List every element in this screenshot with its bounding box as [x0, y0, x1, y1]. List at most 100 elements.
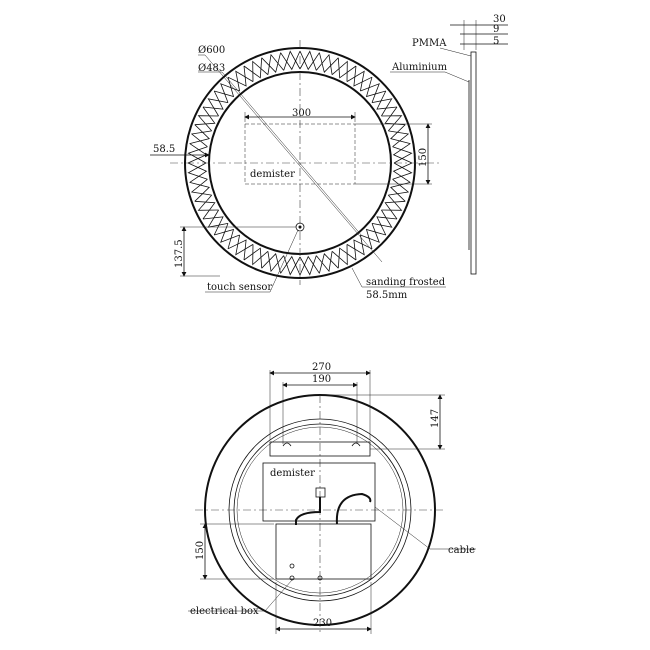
- lattice-segment: [376, 90, 398, 110]
- cable-path-right: [335, 492, 372, 525]
- pmma-label: PMMA: [412, 38, 447, 49]
- dim-137-5: 137.5: [174, 239, 185, 268]
- lattice-segment: [227, 65, 247, 87]
- dim-150: 150: [418, 148, 429, 167]
- back-view: 270 190 147 demister cable electrical bo…: [188, 362, 476, 634]
- lattice-segment: [194, 106, 216, 126]
- lattice-segment: [214, 228, 235, 249]
- lattice-segment: [197, 115, 219, 132]
- lattice-segment: [202, 216, 224, 236]
- electrical-box: [275, 523, 372, 580]
- lattice-segment: [388, 130, 410, 148]
- lattice-segment: [190, 178, 212, 196]
- lattice-segment: [392, 146, 413, 164]
- dim-270: 270: [312, 362, 331, 373]
- cable-path-left: [295, 497, 321, 525]
- lattice-segment: [190, 130, 212, 148]
- lattice-segment: [261, 52, 281, 73]
- demister-label: demister: [250, 169, 295, 180]
- cable-label: cable: [448, 545, 475, 556]
- lattice-segment: [365, 228, 386, 249]
- lattice-segment: [365, 77, 386, 98]
- dim-230: 230: [313, 618, 332, 629]
- lattice-segment: [376, 216, 398, 236]
- dim-5: 5: [493, 36, 499, 47]
- aluminium-label: Aluminium: [391, 62, 448, 73]
- lattice-segment: [319, 253, 339, 274]
- side-glass: [470, 51, 477, 275]
- lattice-segment: [346, 234, 365, 256]
- lattice-segment: [261, 253, 281, 274]
- touch-sensor-label: touch sensor: [207, 282, 272, 293]
- dim-190: 190: [312, 374, 331, 385]
- lattice-segment: [390, 124, 411, 144]
- sanding-leader: [351, 267, 363, 288]
- lattice-segment: [346, 70, 365, 92]
- lattice-segment: [360, 83, 380, 103]
- lattice-segment: [280, 50, 301, 71]
- back-demister-label: demister: [270, 468, 315, 479]
- lattice-segment: [243, 247, 263, 269]
- lattice-segment: [353, 65, 373, 87]
- lattice-segment: [227, 239, 247, 261]
- lattice-segment: [220, 223, 240, 243]
- cable-leader: [374, 506, 431, 550]
- lattice-segment: [299, 50, 320, 71]
- electrical-box-leader: [264, 579, 293, 612]
- front-view: 300 150 58.5 demister Ø600 Ø483 137.5 to…: [150, 40, 446, 301]
- lattice-segment: [315, 251, 333, 273]
- dia483-leader: [221, 71, 363, 237]
- lattice-segment: [392, 162, 413, 180]
- sanding-frosted-label: sanding frosted: [366, 277, 446, 288]
- lattice-segment: [252, 60, 269, 82]
- dia-600: Ø600: [198, 45, 225, 56]
- lattice-segment: [187, 162, 208, 183]
- lattice-segment: [384, 200, 406, 220]
- lattice-segment: [267, 251, 285, 273]
- dim-9: 9: [493, 24, 499, 35]
- dim-147: 147: [430, 409, 441, 428]
- lattice-segment: [337, 57, 357, 79]
- lattice-segment: [189, 182, 210, 202]
- lattice-segment: [381, 115, 403, 132]
- touch-sensor-dot: [298, 225, 302, 229]
- bracket-hook-right: [351, 442, 361, 447]
- lattice-segment: [202, 90, 224, 110]
- lattice-segment: [371, 209, 393, 228]
- lattice-segment: [214, 77, 235, 98]
- lattice-segment: [299, 50, 317, 71]
- electrical-box-label: electrical box: [190, 606, 259, 617]
- lattice-segment: [187, 162, 208, 180]
- sanding-frosted-lattice: [187, 50, 413, 276]
- lattice-segment: [392, 162, 413, 183]
- lattice-segment: [388, 178, 410, 196]
- lattice-segment: [187, 146, 208, 164]
- lattice-segment: [235, 70, 254, 92]
- lattice-segment: [252, 244, 269, 266]
- box-screw: [289, 575, 295, 581]
- lattice-segment: [360, 223, 380, 243]
- lattice-segment: [331, 60, 348, 82]
- bracket-hook-left: [282, 442, 292, 447]
- dim-300: 300: [292, 108, 311, 119]
- lattice-segment: [331, 244, 348, 266]
- lattice-segment: [197, 194, 219, 211]
- aluminium-leader: [444, 71, 470, 83]
- lattice-segment: [267, 53, 285, 75]
- lattice-segment: [243, 57, 263, 79]
- dim-150-back: 150: [195, 541, 206, 560]
- lattice-segment: [189, 124, 210, 144]
- demister-pad: [262, 462, 376, 522]
- box-screw: [289, 563, 295, 569]
- pmma-leader: [439, 47, 472, 57]
- lattice-segment: [235, 234, 254, 256]
- lattice-segment: [353, 239, 373, 261]
- lattice-segment: [220, 83, 240, 103]
- dia600-leader: [204, 54, 383, 263]
- lattice-segment: [392, 143, 413, 164]
- box-screw: [317, 575, 323, 581]
- lattice-segment: [381, 194, 403, 211]
- connector: [315, 487, 326, 498]
